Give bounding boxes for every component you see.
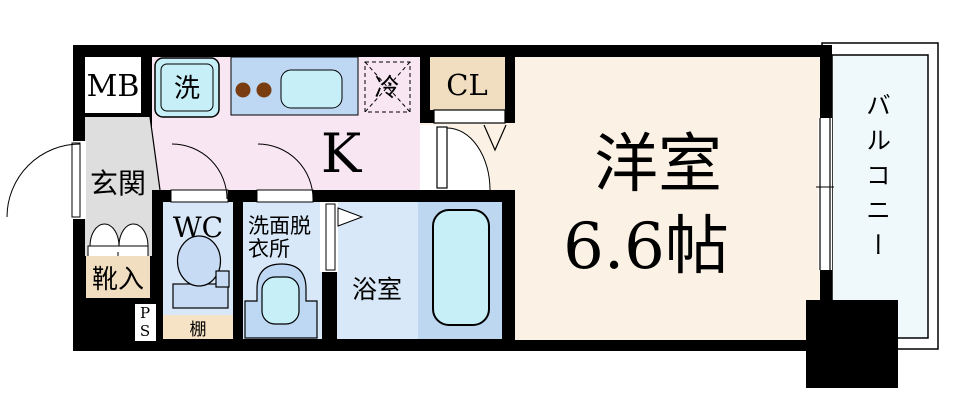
shoe-cabinet-label: 靴入	[92, 265, 144, 295]
bathroom-label: 浴室	[352, 275, 402, 304]
washing-machine	[154, 57, 220, 118]
pillar-block	[806, 300, 898, 388]
washing-machine-inner	[160, 63, 214, 112]
pipe-space	[135, 304, 156, 341]
window	[818, 118, 832, 270]
room-door-leaf	[436, 126, 448, 189]
shoe-cabinet	[86, 256, 150, 298]
meter-box	[85, 57, 141, 113]
shelf	[163, 315, 233, 339]
refrigerator-label: 冷	[374, 73, 399, 102]
shoe-cabinet-door-left	[89, 223, 120, 247]
wash-basin-bowl	[261, 276, 300, 325]
closet-label: CL	[446, 68, 487, 102]
kitchen-sink	[280, 69, 343, 109]
western-room-area	[515, 57, 820, 340]
balcony-label: バルコニー	[863, 92, 892, 267]
closet-door-fold-mark	[483, 124, 507, 152]
washroom-label-line1: 洗面脱	[248, 214, 311, 238]
entrance-door-leaf	[71, 142, 81, 218]
bathtub	[432, 209, 490, 326]
western-room-size-label: 6.6帖	[563, 210, 729, 284]
toilet-door-leaf	[170, 189, 229, 203]
refrigerator-space	[364, 61, 411, 113]
toilet-fixture	[172, 235, 230, 309]
pipe-space-label-p: P	[140, 304, 150, 322]
entrance-door-arc	[6, 143, 81, 218]
entrance-label: 玄関	[90, 167, 146, 200]
closet-area	[430, 57, 505, 110]
pipe-space-label-s: S	[140, 322, 150, 340]
entrance-boundary-line	[149, 116, 161, 191]
bath-door-bar	[325, 203, 336, 271]
bath-door-fold-mark	[337, 207, 364, 227]
balcony-area	[831, 54, 929, 339]
washroom-door-leaf	[256, 189, 314, 203]
closet-folding-door	[433, 109, 506, 124]
washroom-label-line2: 衣所	[248, 237, 290, 261]
toilet-label: WC	[173, 211, 223, 244]
room-door-arc	[446, 127, 491, 191]
shelf-label: 棚	[190, 320, 207, 340]
meter-box-label: MB	[87, 69, 140, 104]
stove-burner-right	[256, 82, 272, 98]
toilet-door-arc	[171, 143, 228, 200]
shoe-cabinet-door-right	[118, 223, 149, 247]
room-door-swing	[447, 128, 490, 190]
stove-burner-left	[235, 82, 251, 98]
kitchen-label: K	[321, 122, 363, 185]
washroom-door-arc	[257, 143, 314, 200]
western-room-label: 洋室	[594, 128, 722, 202]
washing-machine-label: 洗	[174, 74, 200, 104]
entrance-area	[85, 117, 160, 190]
